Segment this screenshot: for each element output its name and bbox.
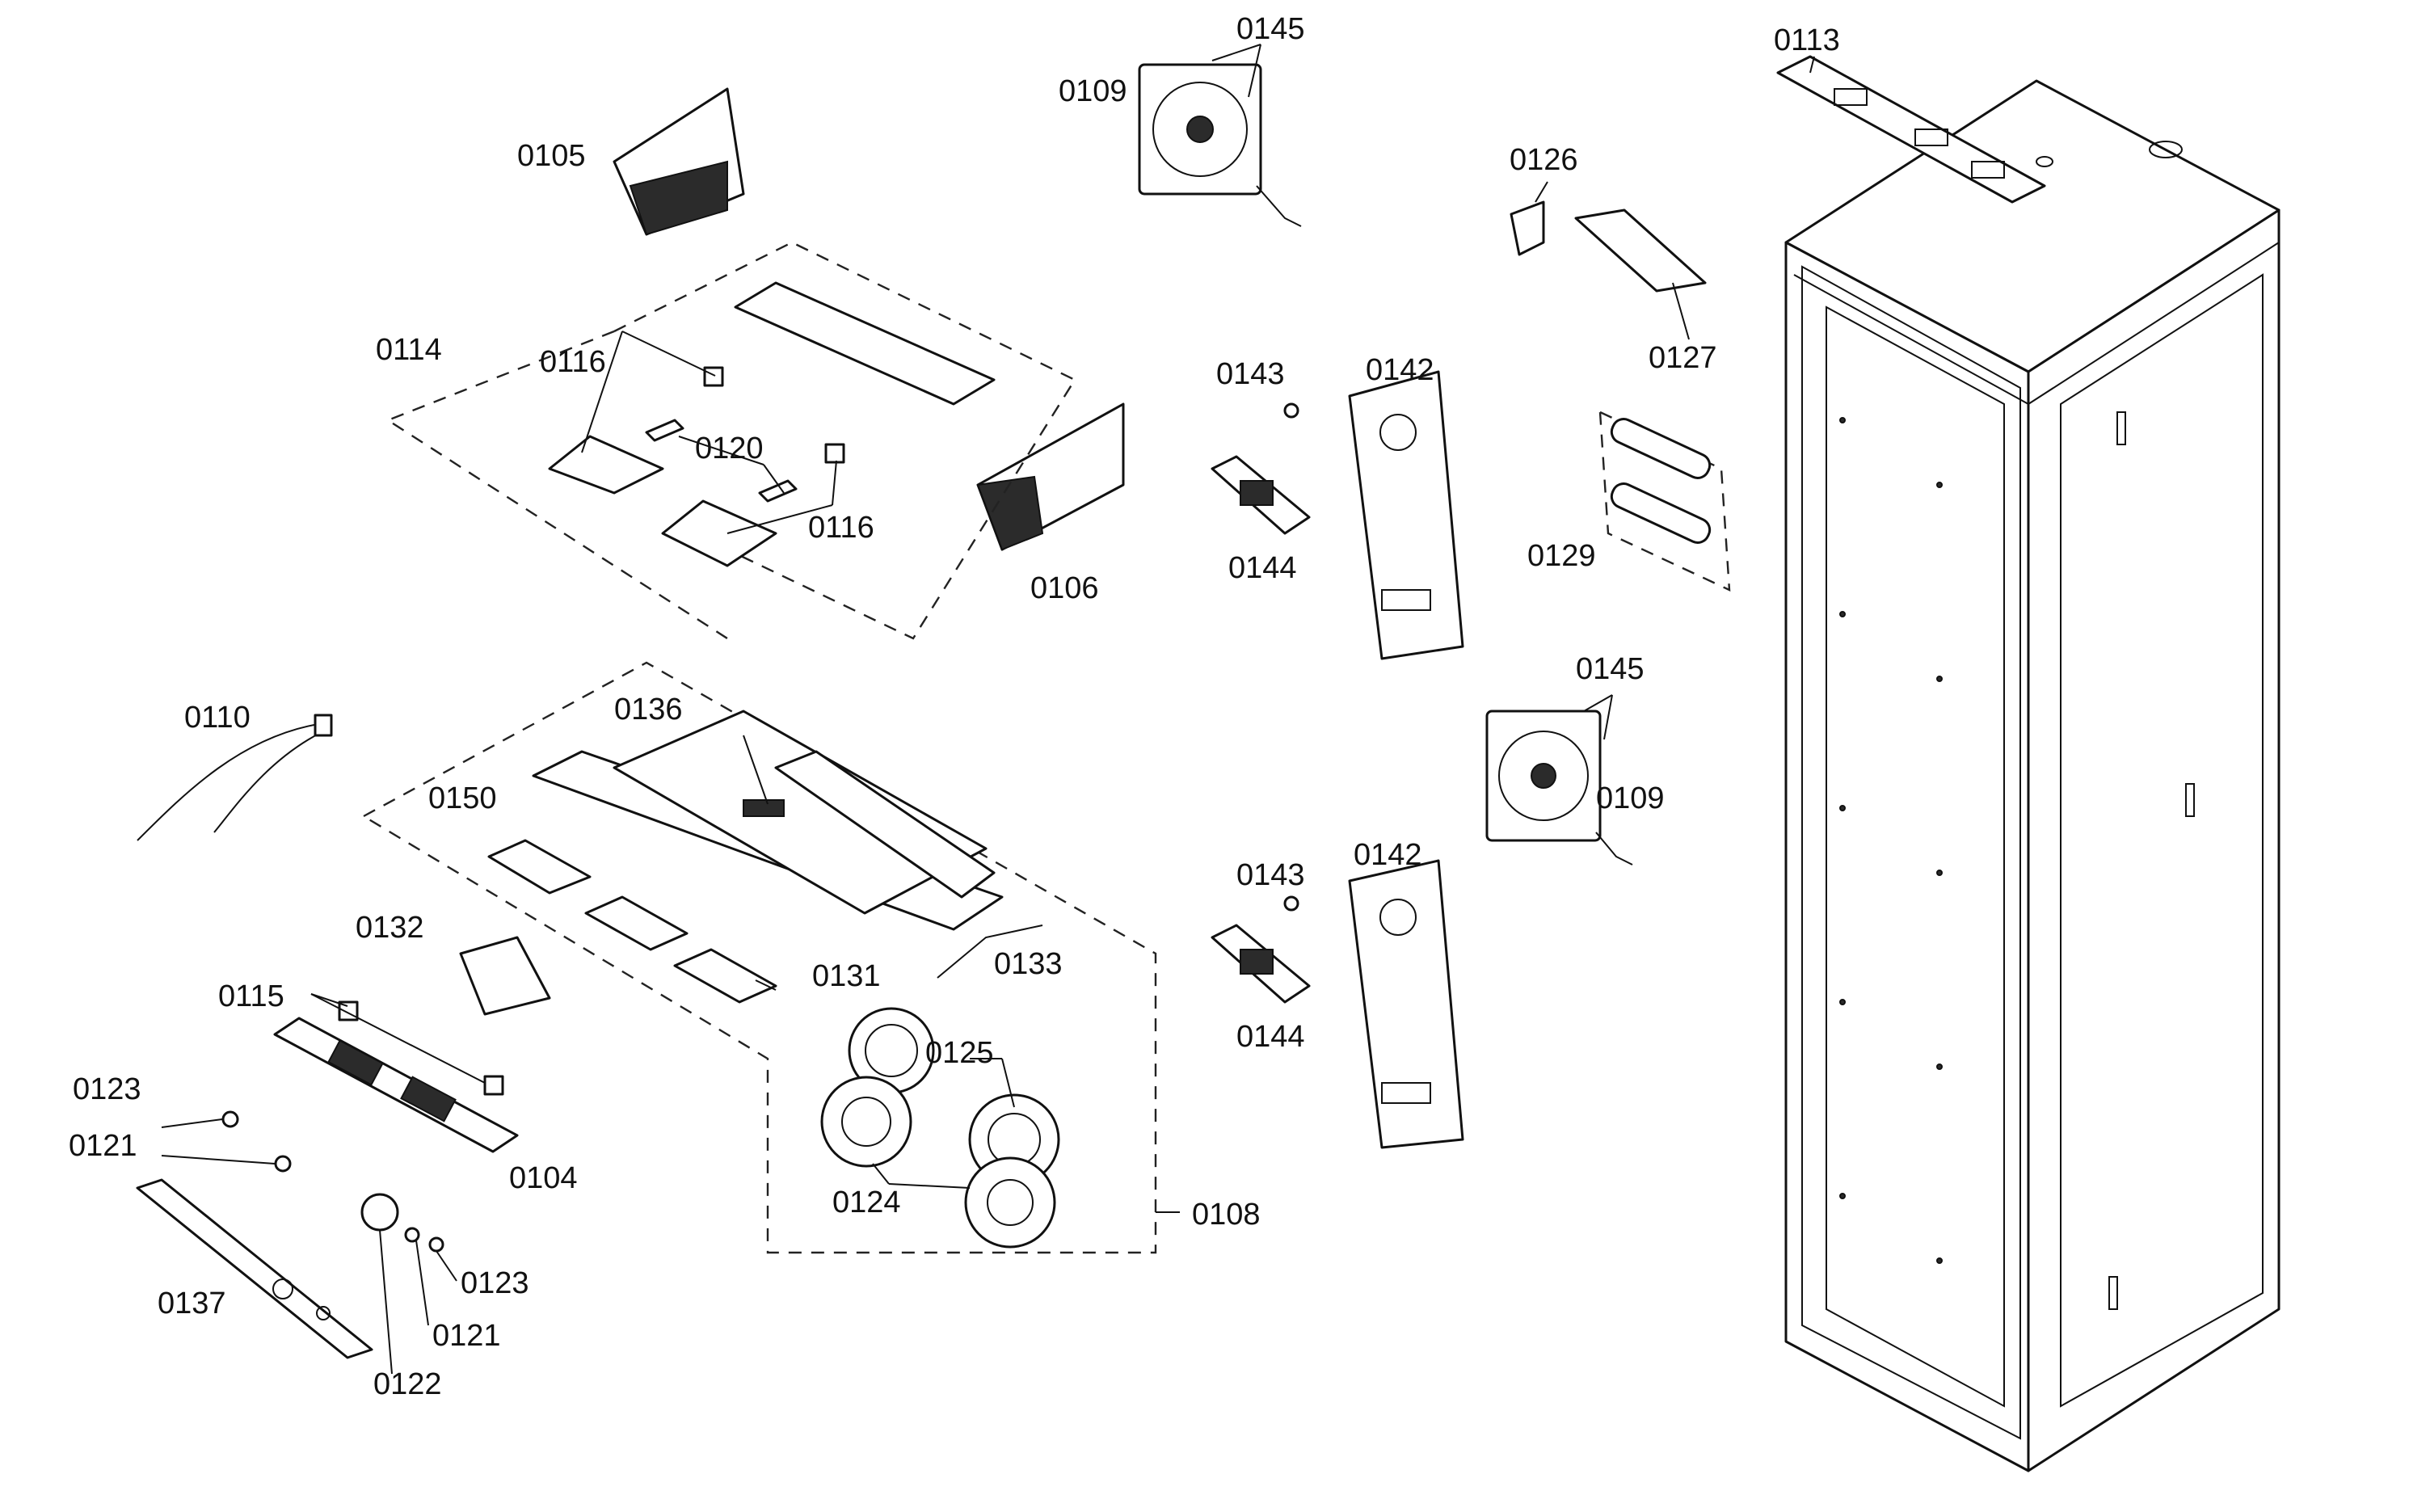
callout-0116-upper: 0116	[540, 345, 606, 379]
clip-0123-lower	[428, 1236, 444, 1253]
control-panel-0104	[273, 1000, 519, 1153]
gasket-set-0129	[1598, 411, 1731, 592]
callout-0142-lower: 0142	[1354, 838, 1422, 872]
bracket-0144-upper	[1211, 455, 1311, 535]
callout-0142-upper: 0142	[1366, 353, 1434, 387]
panel-0142-lower	[1348, 859, 1464, 1149]
callout-0110: 0110	[184, 701, 251, 735]
callout-0143-lower: 0143	[1236, 858, 1305, 892]
callout-0109-upper: 0109	[1059, 74, 1127, 108]
callout-0126: 0126	[1510, 143, 1578, 177]
callout-0120: 0120	[695, 432, 764, 465]
callout-0116-lower: 0116	[808, 511, 874, 545]
callout-0106: 0106	[1030, 571, 1099, 605]
callout-0145-upper: 0145	[1236, 12, 1305, 46]
callout-0132: 0132	[356, 911, 424, 945]
cable-0110	[137, 714, 333, 841]
callout-0108: 0108	[1192, 1198, 1261, 1232]
hinge-0105	[613, 87, 745, 236]
callout-0144-lower: 0144	[1236, 1020, 1305, 1054]
cabinet-housing	[1784, 79, 2280, 1472]
knob-0122	[360, 1193, 399, 1232]
callout-0145-lower: 0145	[1576, 652, 1645, 686]
callout-0109-lower: 0109	[1596, 781, 1665, 815]
callout-0137: 0137	[158, 1287, 226, 1320]
callout-0121-upper: 0121	[69, 1129, 137, 1163]
spring-0121-lower	[404, 1227, 420, 1243]
control-assembly-0108	[363, 661, 1157, 1254]
callout-0123-lower: 0123	[461, 1266, 529, 1300]
callout-0127: 0127	[1649, 341, 1717, 375]
callout-0123-upper: 0123	[73, 1072, 141, 1106]
bracket-0144-lower	[1211, 924, 1311, 1004]
callout-0143-upper: 0143	[1216, 357, 1285, 391]
plug-0143-upper	[1283, 402, 1299, 419]
callout-0136: 0136	[614, 693, 683, 727]
callout-0122: 0122	[373, 1367, 442, 1401]
facia-0137	[136, 1178, 373, 1359]
callout-0150: 0150	[428, 781, 497, 815]
switch-0126	[1510, 200, 1545, 256]
leader-lines	[161, 44, 1815, 1375]
hinge-0106	[976, 402, 1125, 551]
light-assembly-0114	[385, 241, 1076, 640]
plug-0143-lower	[1283, 895, 1299, 912]
panel-0142-upper	[1348, 370, 1464, 660]
callout-0114: 0114	[376, 333, 442, 367]
spring-0121-upper	[274, 1155, 292, 1173]
clip-0123-upper	[221, 1110, 239, 1128]
callout-0104: 0104	[509, 1161, 578, 1195]
callout-0113: 0113	[1774, 23, 1840, 57]
fan-0109-lower	[1485, 710, 1633, 866]
panel-0127	[1574, 208, 1707, 293]
fan-0109-upper	[1138, 63, 1302, 227]
callout-labels: 0145 0109 0105 0113 0126 0127 0114 0116 …	[69, 12, 1840, 1401]
callout-0129: 0129	[1527, 539, 1596, 573]
callout-0133: 0133	[994, 947, 1063, 981]
callout-0144-upper: 0144	[1228, 551, 1297, 585]
callout-0131: 0131	[812, 959, 881, 993]
callout-0115: 0115	[218, 979, 284, 1013]
callout-0125: 0125	[925, 1036, 994, 1070]
callout-0105: 0105	[517, 139, 586, 173]
callout-0124: 0124	[832, 1186, 901, 1219]
callout-0121-lower: 0121	[432, 1319, 501, 1353]
top-bracket-0113	[1776, 55, 2046, 204]
